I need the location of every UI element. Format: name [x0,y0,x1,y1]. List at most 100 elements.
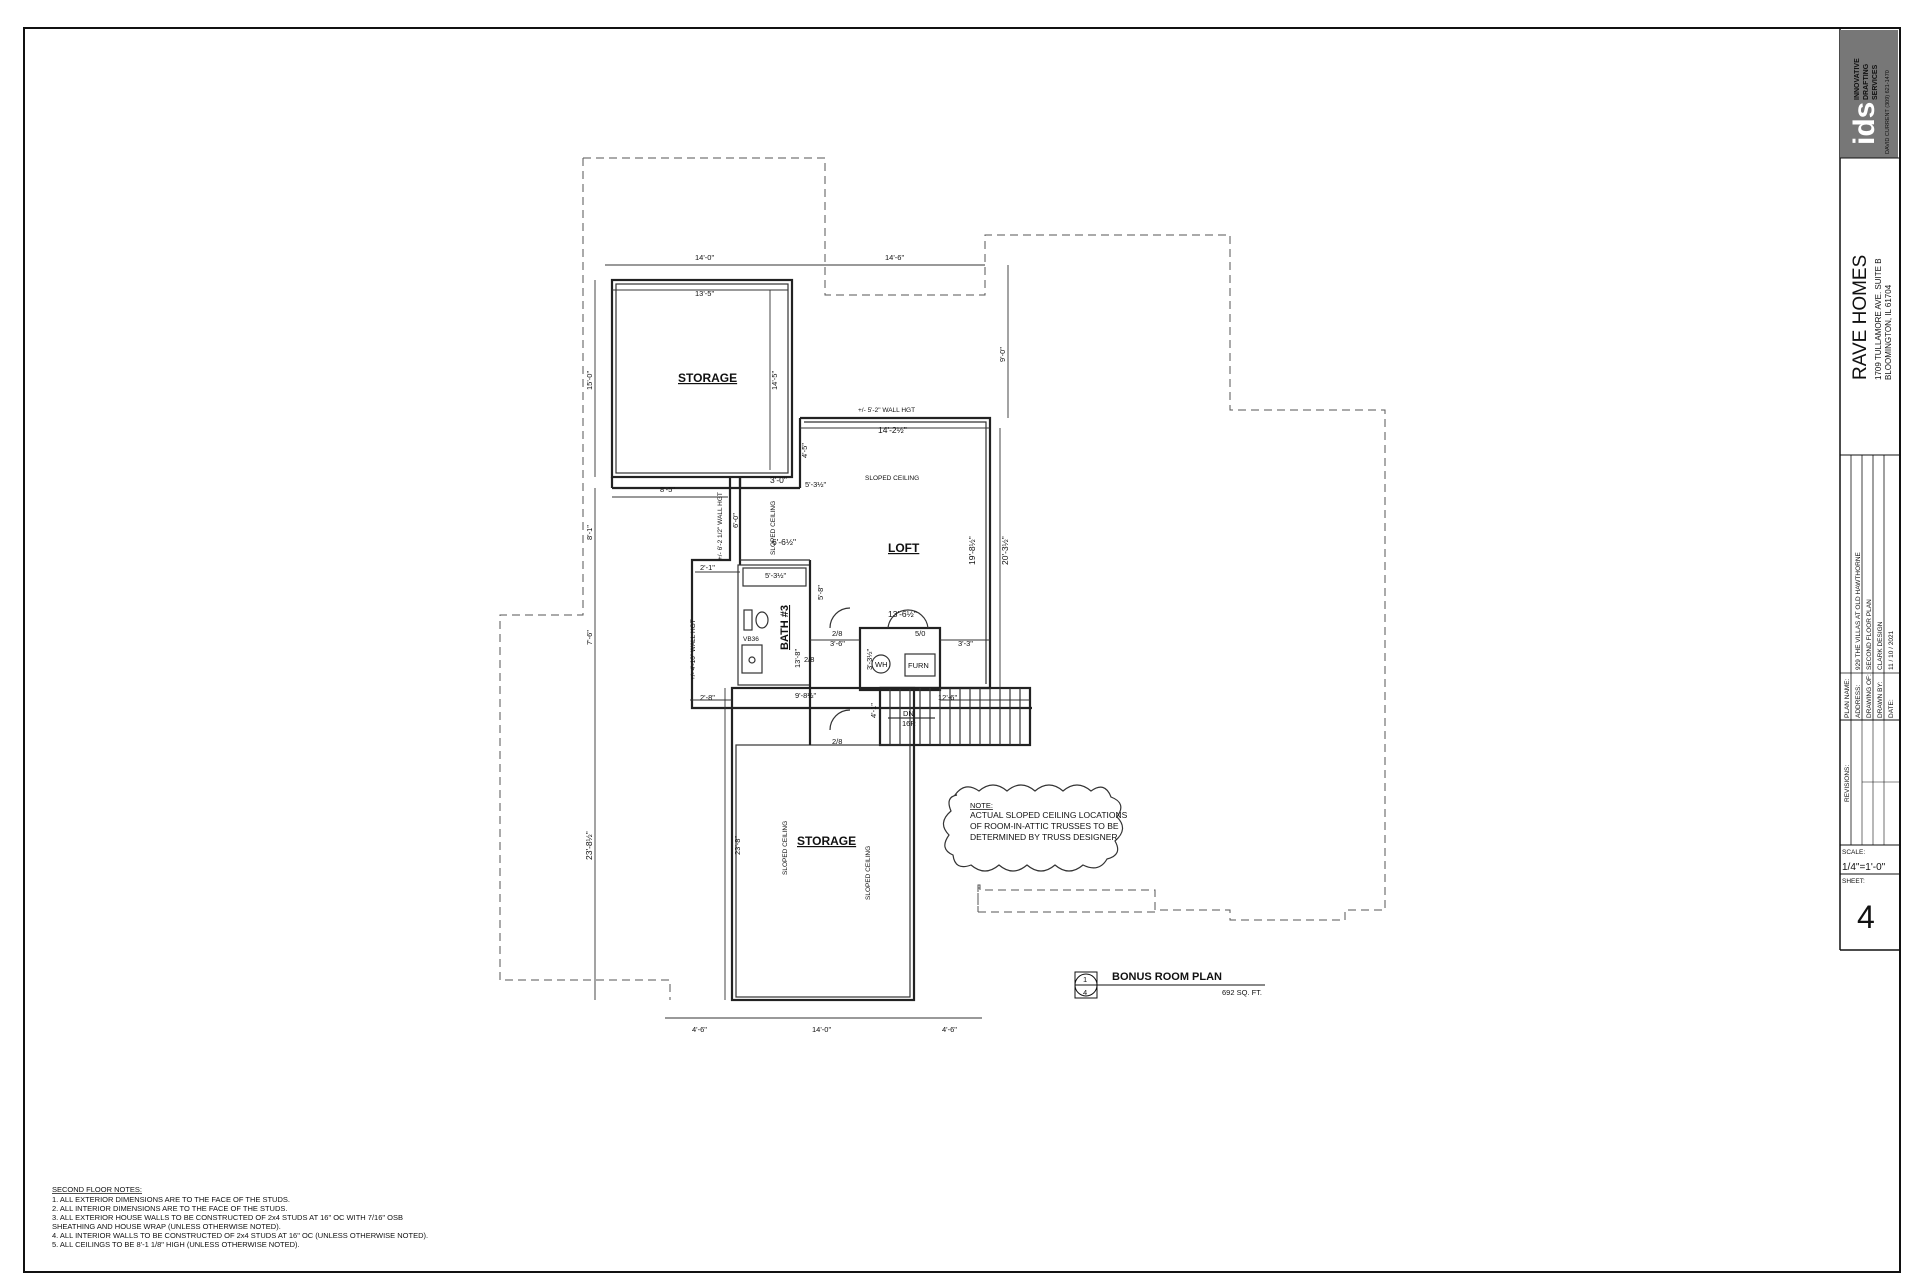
sloped-ceiling-loft: SLOPED CEILING [865,475,919,482]
dim-7-6: 7'-6" [585,630,594,645]
room-label-bath: BATH #3 [779,605,791,650]
sloped-ceiling-mid: SLOPED CEILING [770,501,777,555]
sloped-ceiling-lower-2: SLOPED CEILING [865,846,872,900]
scale-value: 1/4"=1'-0" [1842,862,1886,873]
dim-23-8-left: 23'-8½" [584,831,594,860]
scale-label: SCALE: [1842,849,1865,856]
dim-storage-height: 14'-5" [770,371,779,390]
dim-23-8-inner: 23'-8" [733,836,742,855]
stair-risers-label: 16R [902,719,916,728]
room-label-storage-top: STORAGE [678,371,737,385]
wall-hgt-mid: +/- 6'-2 1/2" WALL HGT [717,492,724,560]
door-2-8-a: 2/8 [832,629,842,638]
company-logo-letters: ids [1848,102,1881,145]
dim-3-3: 3'-3" [958,639,973,648]
dim-5-3: 5'-3½" [805,480,827,489]
floor-note-1: 1. ALL EXTERIOR DIMENSIONS ARE TO THE FA… [52,1195,290,1204]
dim-5-3b: 5'-3½" [765,571,787,580]
wall-hgt-bath: +/- 4'-10" WALL HGT [690,619,697,680]
dim-3-0: 3'-0" [770,475,787,485]
plan-bubble-bottom: 4 [1083,988,1087,997]
sheet-label: SHEET: [1842,878,1865,885]
title-block: ids INNOVATIVE DRAFTING SERVICES DAVID C… [1839,28,1900,951]
company-name-line-2: DRAFTING [1863,63,1870,100]
dim-8-5: 8'-5" [660,485,675,494]
note-line-1: ACTUAL SLOPED CEILING LOCATIONS [970,810,1128,820]
client-name: RAVE HOMES [1850,255,1871,380]
floor-note-2: 2. ALL INTERIOR DIMENSIONS ARE TO THE FA… [52,1204,287,1213]
note-line-3: DETERMINED BY TRUSS DESIGNER [970,832,1118,842]
info-value-drawn-by: CLARK DESIGN [1877,621,1884,670]
dim-top-left: 14'-0" [695,253,714,262]
storage-top-room [610,278,794,479]
revisions-label: REVISIONS: [1844,765,1851,802]
plan-label: 1 4 BONUS ROOM PLAN 692 SQ. FT. [1074,971,1265,999]
door-2-8-b: 2/8 [804,655,814,664]
sheet-border [23,27,1901,1273]
storage-bottom-room [730,686,916,1002]
door-5-0: 5/0 [915,629,925,638]
dim-4-1: 4'-1" [869,703,878,718]
client-address-1: 1709 TULLAMORE AVE. SUITE B [1874,258,1883,380]
dim-5-8: 5'-8" [816,585,825,600]
floor-note-3-cont: SHEATHING AND HOUSE WRAP (UNLESS OTHERWI… [52,1222,281,1231]
company-name-line-3: SERVICES [1872,64,1879,100]
dim-9-8: 9'-8½" [795,691,817,700]
stair-treads [889,688,1021,745]
floor-notes-heading: SECOND FLOOR NOTES: [52,1185,142,1194]
floor-note-4: 4. ALL INTERIOR WALLS TO BE CONSTRUCTED … [52,1231,428,1240]
plan-bubble-top: 1 [1083,975,1087,984]
room-label-loft: LOFT [888,541,920,555]
dim-loft-top: 14'-2½" [878,425,907,435]
floor-note-3: 3. ALL EXTERIOR HOUSE WALLS TO BE CONSTR… [52,1213,403,1222]
dim-19-8: 19'-8½" [967,536,977,565]
furn-label: FURN [908,661,929,670]
info-label-address: ADDRESS: [1855,685,1862,718]
info-value-address: 929 THE VILLAS AT OLD HAWTHORNE [1855,551,1862,670]
toilet-icon [755,611,769,629]
dim-12-6: 12'-6" [938,693,957,702]
dim-bottom-right: 4'-6" [942,1025,957,1034]
info-label-drawn-by: DRAWN BY: [1877,682,1884,718]
info-label-plan-name: PLAN NAME: [1844,678,1851,718]
info-value-drawing-of: SECOND FLOOR PLAN [1866,599,1873,670]
sheet-number: 4 [1857,899,1875,935]
dim-13-6: 13'-6½" [888,609,917,619]
first-floor-outline [583,157,1386,921]
dimension-lines [594,264,1030,1019]
company-logo [1840,30,1898,158]
dim-3-3b: 3'-3½" [865,648,874,670]
dim-4-5: 4'-5" [800,443,809,458]
dim-6-6: 6'-6½" [772,537,796,547]
dim-left-15: 15'-0" [585,371,594,390]
dim-storage-inner: 13'-5" [695,289,714,298]
dim-bottom-mid: 14'-0" [812,1025,831,1034]
floor-plan: VB36 WH FURN DN 16R [499,157,1386,1034]
dim-bottom-left: 4'-6" [692,1025,707,1034]
floor-notes: SECOND FLOOR NOTES: 1. ALL EXTERIOR DIME… [52,1185,428,1249]
dim-8-1: 8'-1" [585,525,594,540]
plan-area: 692 SQ. FT. [1222,988,1262,997]
stair [878,686,1032,747]
info-label-date: DATE: [1888,699,1895,718]
client-address-2: BLOOMINGTON, IL 61704 [1884,284,1893,380]
wall-hgt-top: +/- 5'-2" WALL HGT [858,407,915,414]
sloped-ceiling-lower-1: SLOPED CEILING [782,821,789,875]
company-contact: DAVID CURRENT (309) 621-1470 [1885,70,1891,154]
note-heading: NOTE: [970,801,993,810]
dim-right-9: 9'-0" [998,347,1007,362]
vanity-icon [741,644,763,674]
dim-3-6: 3'-6" [830,639,845,648]
dim-top-right: 14'-6" [885,253,904,262]
note-line-2: OF ROOM-IN-ATTIC TRUSSES TO BE [970,821,1119,831]
floor-note-5: 5. ALL CEILINGS TO BE 8'-1 1/8" HIGH (UN… [52,1240,300,1249]
dim-13-8: 13'-8" [793,649,802,668]
plan-title: BONUS ROOM PLAN [1112,971,1222,983]
furnace-icon [904,653,936,677]
water-heater-icon [871,654,891,674]
door-2-8-c: 2/8 [832,737,842,746]
wh-label: WH [875,660,888,669]
company-name-line-1: INNOVATIVE [1854,58,1861,100]
vanity-label: VB36 [743,636,759,643]
